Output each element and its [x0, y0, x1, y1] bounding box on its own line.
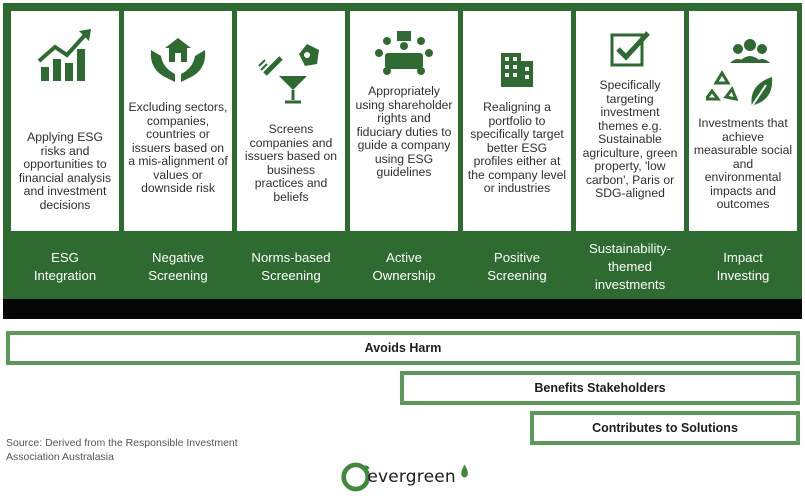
avoids-harm-label: Avoids Harm [364, 341, 442, 355]
growth-chart-icon [11, 11, 119, 99]
label-impact-investing: Impact Investing [716, 250, 770, 283]
divider-bar [3, 299, 802, 319]
column-description: Investments that achieve measurable soci… [693, 116, 793, 211]
logo-text: evergreen [367, 467, 456, 487]
column-description: Applying ESG risks and opportunities to … [18, 130, 112, 212]
column-norms-based-screening: Screens companies and issuers based on b… [237, 11, 345, 231]
column-impact-investing: Investments that achieve measurable soci… [689, 11, 797, 231]
label-positive-screening: Positive Screening [487, 250, 547, 283]
people-recycle-leaf-icon [689, 31, 797, 113]
benefits-stakeholders-bar: Benefits Stakeholders [400, 371, 800, 405]
boardroom-icon [350, 25, 458, 79]
source-note: Source: Derived from the Responsible Inv… [6, 437, 238, 463]
contributes-solutions-bar: Contributes to Solutions [530, 411, 800, 445]
column-description: Realigning a portfolio to specifically t… [467, 100, 567, 195]
column-description: Screens companies and issuers based on b… [244, 122, 338, 204]
avoids-harm-bar: Avoids Harm [6, 331, 800, 365]
vices-icon [237, 31, 345, 111]
building-icon [463, 39, 571, 97]
evergreen-logo: evergreen [340, 460, 470, 494]
column-positive-screening: Realigning a portfolio to specifically t… [463, 11, 571, 231]
leaf-drop-icon [461, 464, 468, 478]
column-active-ownership: Appropriately using shareholder rights a… [350, 11, 458, 231]
column-negative-screening: Excluding sectors, companies, countries … [124, 11, 232, 231]
contributes-solutions-label: Contributes to Solutions [592, 421, 738, 435]
column-description: Appropriately using shareholder rights a… [355, 84, 453, 179]
evergreen-logo-icon [341, 462, 371, 492]
benefits-stakeholders-label: Benefits Stakeholders [534, 381, 666, 395]
column-sustainability-themed: Specifically targeting investment themes… [576, 11, 684, 231]
label-sustainability-themed: Sustainability-themed investments [588, 241, 672, 292]
label-norms-based-screening: Norms-based Screening [251, 250, 331, 283]
hands-house-icon [124, 29, 232, 91]
label-active-ownership: Active Ownership [372, 250, 436, 283]
label-negative-screening: Negative Screening [148, 250, 208, 283]
checkbox-icon [576, 23, 684, 75]
strategies-panel: Applying ESG risks and opportunities to … [3, 3, 802, 299]
column-esg-integration: Applying ESG risks and opportunities to … [11, 11, 119, 231]
column-description: Specifically targeting investment themes… [582, 78, 678, 200]
label-esg-integration: ESG Integration [33, 250, 97, 283]
column-description: Excluding sectors, companies, countries … [128, 100, 228, 195]
